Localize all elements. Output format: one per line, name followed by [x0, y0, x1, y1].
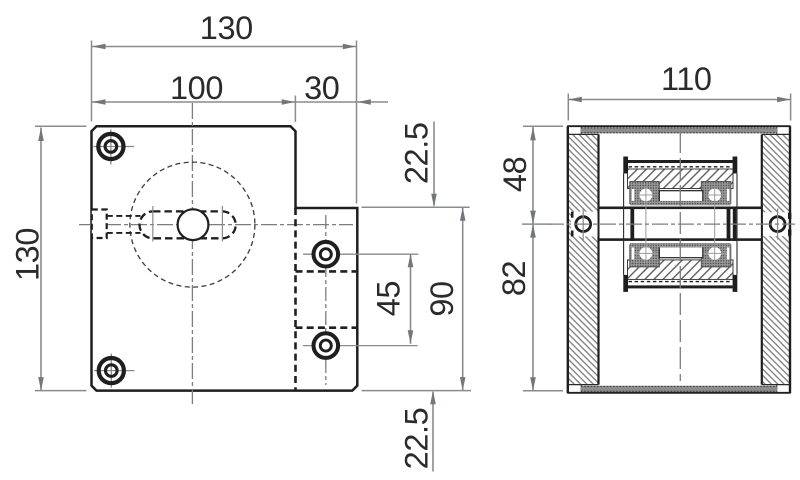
svg-text:30: 30	[304, 70, 339, 106]
svg-text:82: 82	[496, 261, 532, 296]
svg-text:110: 110	[661, 61, 712, 97]
svg-text:22.5: 22.5	[399, 408, 435, 470]
svg-text:90: 90	[424, 281, 460, 316]
svg-text:100: 100	[170, 70, 223, 106]
svg-text:130: 130	[200, 10, 253, 46]
svg-text:45: 45	[371, 281, 407, 316]
svg-text:130: 130	[10, 228, 46, 281]
svg-text:48: 48	[497, 157, 533, 192]
svg-text:22.5: 22.5	[399, 122, 435, 184]
